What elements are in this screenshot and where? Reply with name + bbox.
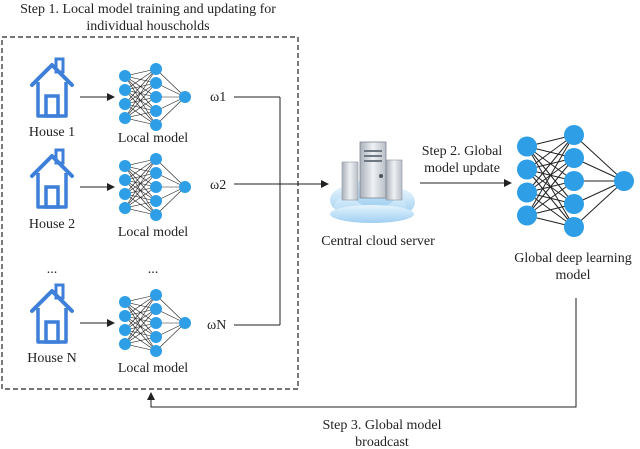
neuron	[119, 296, 131, 308]
step2-line1: Step 2. Global	[422, 144, 503, 159]
neuron	[150, 303, 162, 315]
neuron	[119, 174, 131, 186]
step3-line2: broadcast	[355, 435, 409, 449]
neuron	[517, 136, 537, 157]
neuron	[119, 98, 131, 110]
neuron	[150, 331, 162, 343]
neuron	[150, 119, 162, 131]
neuron	[150, 77, 162, 89]
neuron	[150, 63, 162, 75]
neuron	[614, 171, 634, 191]
step1-title-line2: individual houscholds	[86, 19, 209, 34]
house-icon	[30, 57, 74, 118]
neuron	[179, 91, 191, 103]
neuron	[564, 125, 584, 145]
houses-layer	[30, 57, 74, 344]
global-model-line1: Global deep learning	[514, 251, 631, 266]
neuron	[150, 345, 162, 357]
neuron	[564, 148, 584, 168]
neuron	[517, 205, 537, 226]
global-model-network-icon	[517, 125, 634, 237]
neuron	[564, 217, 584, 237]
neuron	[119, 84, 131, 96]
neuron	[119, 338, 131, 350]
broadcast-arrow	[147, 298, 577, 408]
local-model-n-network-icon	[119, 289, 191, 357]
neuron	[150, 91, 162, 103]
neuron	[564, 194, 584, 214]
local-training-group-box	[1, 36, 299, 390]
weight-1-label: ω1	[210, 90, 226, 105]
local-model-1-label: Local model	[118, 131, 188, 146]
neuron	[119, 112, 131, 124]
neuron	[150, 153, 162, 165]
local-model-2-network-icon	[119, 153, 191, 221]
cloud-server-icon	[330, 141, 415, 223]
neuron	[119, 202, 131, 214]
neuron	[564, 171, 584, 191]
neuron	[150, 209, 162, 221]
step3-line1: Step 3. Global model	[323, 418, 442, 433]
neuron	[179, 317, 191, 329]
networks-layer	[119, 63, 191, 357]
neuron	[150, 181, 162, 193]
step1-title-line1: Step 1. Local model training and updatin…	[20, 2, 276, 17]
local-model-n-label: Local model	[118, 361, 188, 376]
neuron	[517, 159, 537, 180]
house-icon	[30, 148, 74, 209]
neuron	[119, 310, 131, 322]
step2-line2: model update	[424, 161, 500, 176]
neuron	[150, 167, 162, 179]
neuron	[150, 195, 162, 207]
weight-2-label: ω2	[210, 178, 226, 193]
local-model-1-network-icon	[119, 63, 191, 131]
house-n-label: House N	[27, 351, 76, 366]
neuron	[119, 188, 131, 200]
house-ellipsis: ...	[47, 262, 58, 277]
neuron	[119, 324, 131, 336]
neuron	[150, 105, 162, 117]
house-icon	[30, 283, 74, 344]
neuron	[119, 70, 131, 82]
global-model-line2: model	[556, 268, 591, 283]
local-model-2-label: Local model	[118, 225, 188, 240]
global-network-layer	[517, 125, 634, 237]
neuron	[150, 289, 162, 301]
neuron	[119, 160, 131, 172]
house-2-label: House 2	[29, 217, 75, 232]
server-label: Central cloud server	[321, 234, 435, 249]
neuron	[179, 181, 191, 193]
house-1-label: House 1	[29, 125, 75, 140]
neuron	[150, 317, 162, 329]
model-ellipsis: ...	[148, 262, 159, 277]
weight-n-label: ωN	[207, 318, 226, 333]
neuron	[517, 182, 537, 203]
